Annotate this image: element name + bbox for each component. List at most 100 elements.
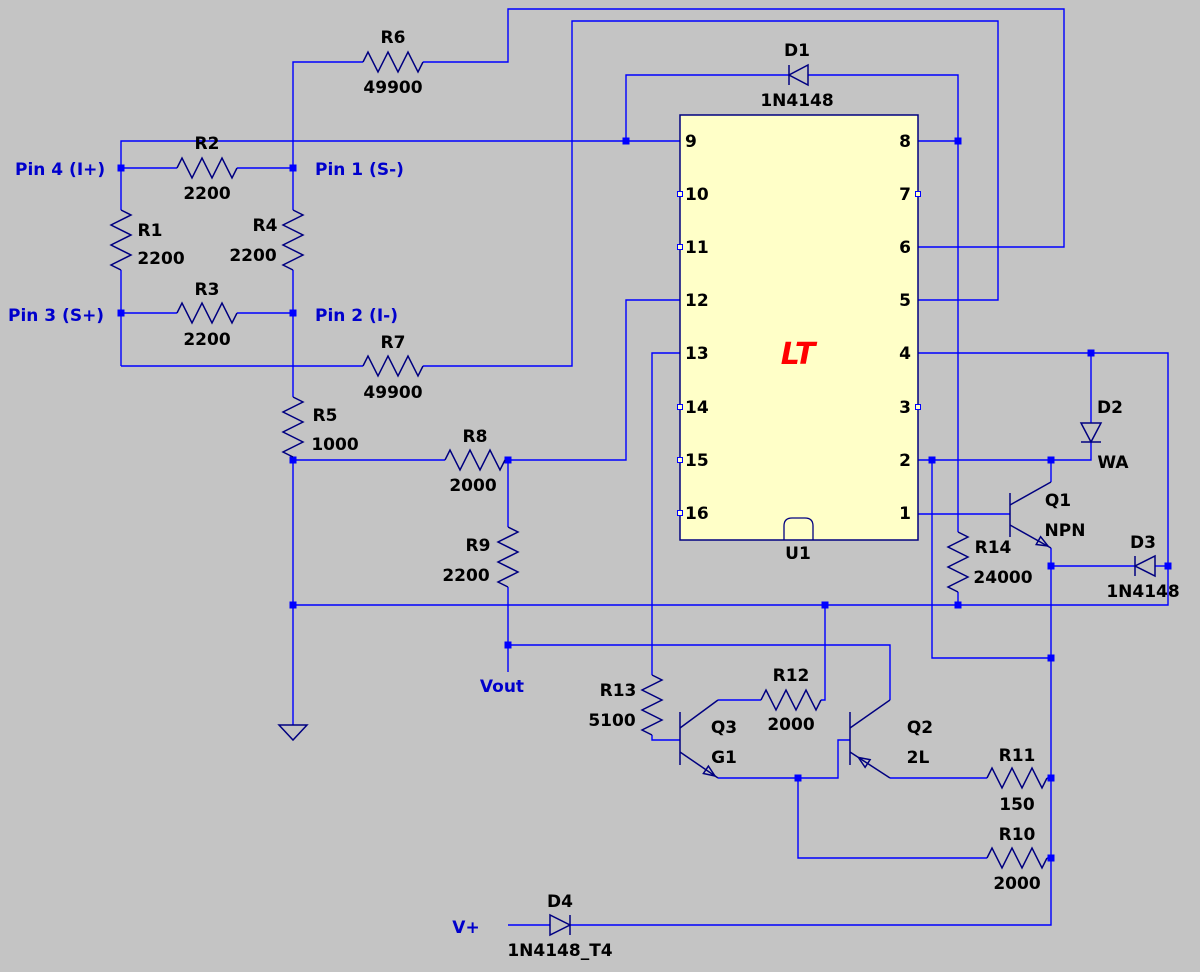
unconnected-pin-marker (915, 404, 921, 410)
ic-pin-number: 6 (899, 238, 911, 258)
diode-d4-symbol[interactable] (549, 913, 572, 937)
transistor-q3-symbol[interactable] (679, 699, 719, 779)
r14-ref-label[interactable]: R14 (975, 538, 1012, 558)
r9-value-label[interactable]: 2200 (442, 566, 489, 586)
component-labels[interactable]: R6 49900 D1 1N4148 R2 2200 R1 2200 R4 22… (137, 28, 1179, 961)
r2-value-label[interactable]: 2200 (183, 184, 230, 204)
d4-ref-label[interactable]: D4 (547, 892, 573, 912)
net-label-pin2[interactable]: Pin 2 (I-) (315, 306, 398, 326)
r6-ref-label[interactable]: R6 (381, 28, 406, 48)
junction-dot (821, 601, 829, 609)
d2-value-label[interactable]: WA (1097, 453, 1129, 473)
transistor-q1-symbol[interactable] (1009, 481, 1052, 549)
r5-ref-label[interactable]: R5 (313, 406, 338, 426)
d3-ref-label[interactable]: D3 (1130, 533, 1156, 553)
diode-d3-triangle (1133, 554, 1156, 578)
r4-value-label[interactable]: 2200 (229, 246, 276, 266)
wire (293, 352, 1169, 606)
resistor-r14-symbol[interactable] (946, 531, 970, 593)
r8-ref-label[interactable]: R8 (463, 427, 488, 447)
net-labels[interactable]: Pin 4 (I+) Pin 1 (S-) Pin 3 (S+) Pin 2 (… (8, 160, 524, 938)
wire (508, 644, 891, 700)
unconnected-pin-marker (915, 191, 921, 197)
q2-value-label[interactable]: 2L (907, 748, 930, 768)
r5-value-label[interactable]: 1000 (311, 435, 358, 455)
r9-ref-label[interactable]: R9 (466, 536, 491, 556)
q1-emitter (1009, 524, 1052, 549)
r6-value-label[interactable]: 49900 (363, 78, 422, 98)
resistor-r10-symbol[interactable] (986, 846, 1048, 870)
r10-ref-label[interactable]: R10 (999, 825, 1036, 845)
ic-body[interactable] (679, 114, 919, 541)
resistor-r13-symbol[interactable] (640, 674, 664, 736)
junctions (117, 137, 1172, 862)
r3-ref-label[interactable]: R3 (195, 280, 220, 300)
r3-value-label[interactable]: 2200 (183, 330, 230, 350)
r11-value-label[interactable]: 150 (999, 795, 1035, 815)
q1-ref-label[interactable]: Q1 (1045, 491, 1071, 511)
d1-ref-label[interactable]: D1 (784, 41, 810, 61)
u1-ref-label[interactable]: U1 (785, 544, 811, 564)
ic-pin-number: 15 (685, 451, 709, 471)
q3-ref-label[interactable]: Q3 (711, 718, 737, 738)
wire (570, 548, 1052, 926)
r4-ref-label[interactable]: R4 (253, 216, 278, 236)
r12-ref-label[interactable]: R12 (773, 666, 810, 686)
resistor-r4-symbol[interactable] (281, 209, 305, 271)
wire (625, 74, 789, 141)
wire (718, 739, 850, 779)
d4-value-label[interactable]: 1N4148_T4 (507, 941, 612, 961)
resistors[interactable] (109, 50, 1048, 870)
r13-ref-label[interactable]: R13 (600, 681, 637, 701)
net-label-vplus[interactable]: V+ (452, 918, 479, 938)
resistor-r3-symbol[interactable] (176, 301, 238, 325)
d1-value-label[interactable]: 1N4148 (760, 91, 833, 111)
resistor-r12-symbol[interactable] (760, 688, 822, 712)
r14-value-label[interactable]: 24000 (973, 568, 1032, 588)
net-label-vout[interactable]: Vout (480, 677, 524, 697)
r12-value-label[interactable]: 2000 (767, 715, 814, 735)
r2-ref-label[interactable]: R2 (195, 134, 220, 154)
r13-value-label[interactable]: 5100 (588, 711, 635, 731)
resistor-r7-symbol[interactable] (362, 354, 424, 378)
resistor-r5-symbol[interactable] (281, 396, 305, 458)
r7-value-label[interactable]: 49900 (363, 383, 422, 403)
diode-d1-symbol[interactable] (787, 63, 809, 87)
resistor-r9-symbol[interactable] (496, 526, 520, 588)
resistor-r2-symbol[interactable] (176, 156, 238, 180)
r1-value-label[interactable]: 2200 (137, 249, 184, 269)
q1-value-label[interactable]: NPN (1045, 521, 1086, 541)
diode-d2-symbol[interactable] (1079, 422, 1103, 444)
wire (120, 140, 680, 210)
net-label-pin1[interactable]: Pin 1 (S-) (315, 160, 404, 180)
junction-dot (622, 137, 630, 145)
ic-pin-number: 1 (899, 504, 911, 524)
r7-ref-label[interactable]: R7 (381, 333, 406, 353)
resistor-r8-symbol[interactable] (444, 448, 506, 472)
r11-ref-label[interactable]: R11 (999, 746, 1036, 766)
resistor-r6-symbol[interactable] (362, 50, 424, 74)
q3-value-label[interactable]: G1 (711, 748, 737, 768)
resistor-r11-symbol[interactable] (986, 766, 1048, 790)
q2-ref-label[interactable]: Q2 (907, 718, 933, 738)
d2-ref-label[interactable]: D2 (1097, 398, 1123, 418)
wire (821, 605, 826, 701)
ic-pin-number: 9 (685, 132, 697, 152)
d3-value-label[interactable]: 1N4148 (1106, 582, 1179, 602)
ground-icon[interactable] (277, 724, 309, 742)
transistors[interactable] (679, 481, 1052, 779)
r8-value-label[interactable]: 2000 (449, 476, 496, 496)
ic-u1[interactable]: LT 9 10 11 12 13 14 15 16 8 7 6 5 4 3 2 … (677, 114, 921, 564)
net-label-pin3[interactable]: Pin 3 (S+) (8, 306, 104, 326)
net-label-pin4[interactable]: Pin 4 (I+) (15, 160, 105, 180)
diodes[interactable] (549, 63, 1156, 937)
ic-pin-number: 11 (685, 238, 709, 258)
unconnected-pin-marker (677, 191, 683, 197)
diode-d4-triangle (549, 913, 572, 937)
resistor-r1-symbol[interactable] (109, 209, 133, 271)
r1-ref-label[interactable]: R1 (138, 221, 163, 241)
diode-d3-symbol[interactable] (1133, 554, 1156, 578)
transistor-q2-symbol[interactable] (849, 699, 891, 779)
r10-value-label[interactable]: 2000 (993, 874, 1040, 894)
